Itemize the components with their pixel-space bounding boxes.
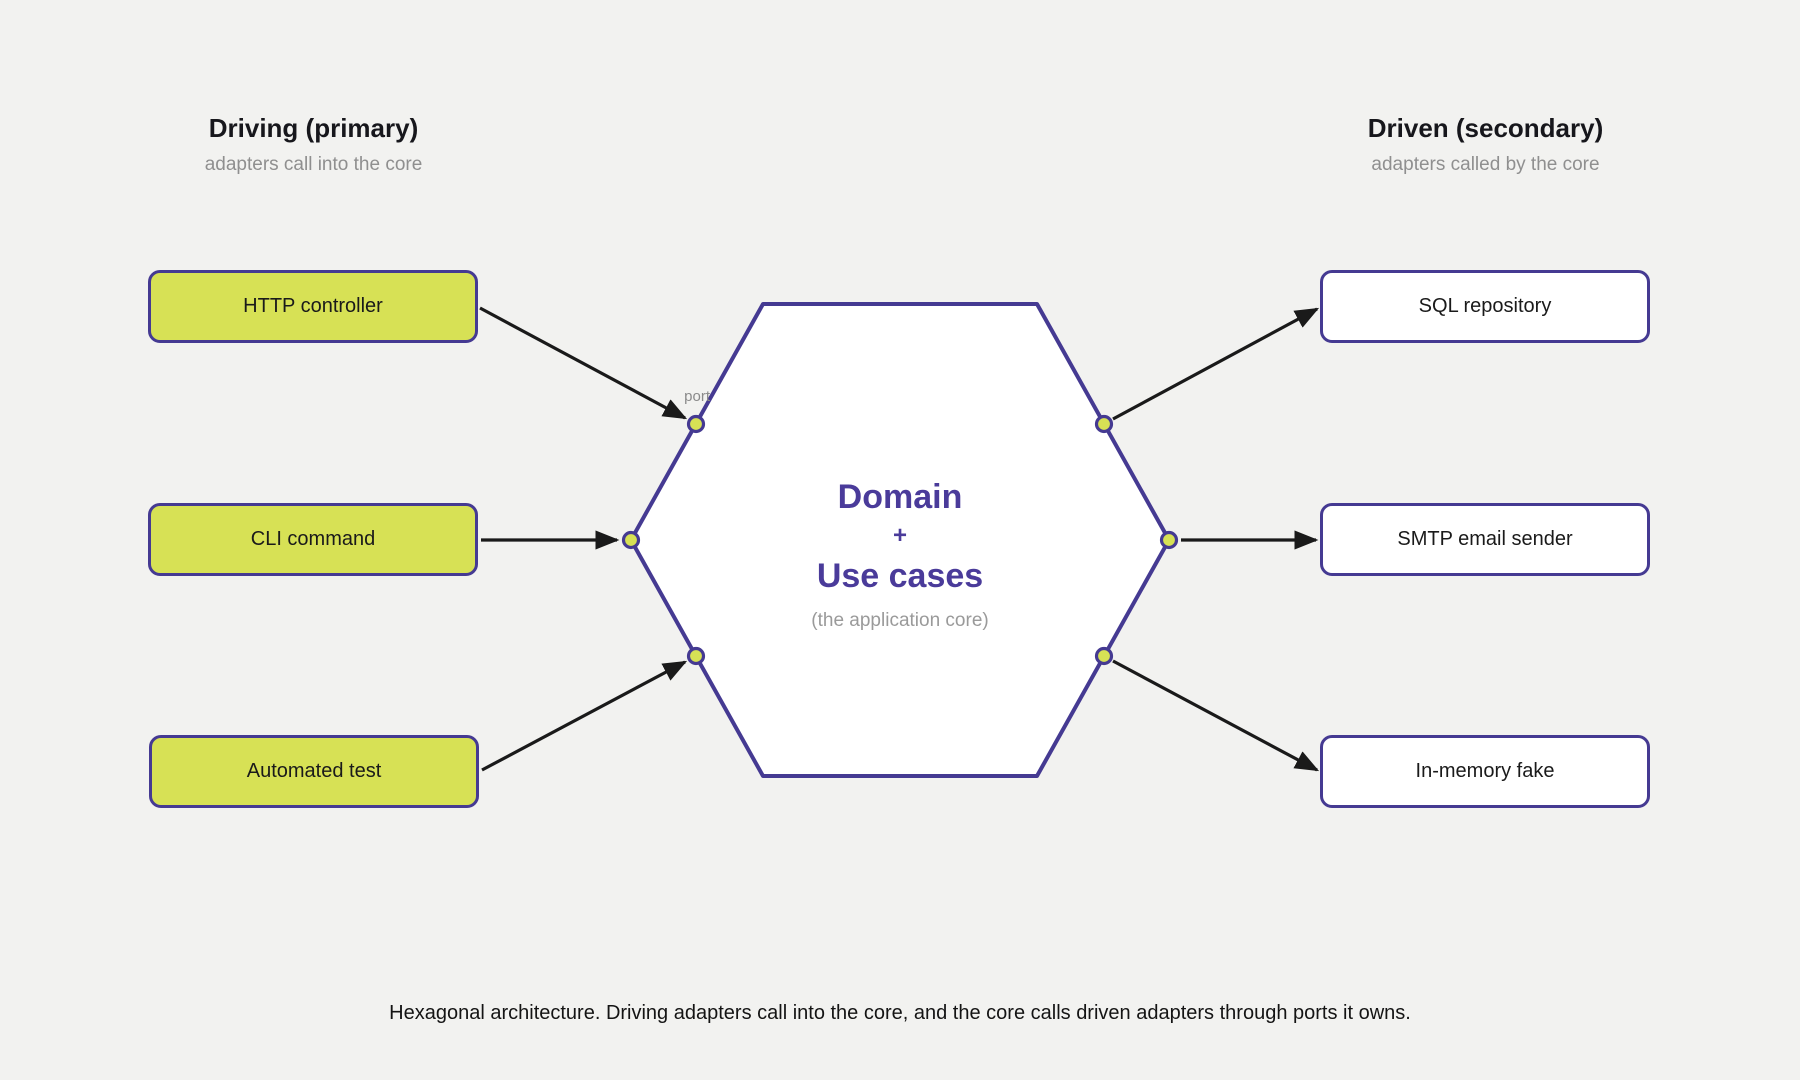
arrow-http-controller-to-port — [479, 306, 688, 420]
driving-heading-title: Driving (primary) — [208, 113, 419, 143]
driven-heading-subtitle: adapters called by the core — [1371, 154, 1600, 175]
node-smtp-email-sender: SMTP email sender — [1320, 503, 1650, 576]
arrow-automated-test-to-port — [481, 660, 688, 772]
node-automated-test-label: Automated test — [246, 760, 382, 782]
core-title2: Use cases — [816, 557, 984, 595]
core-note: (the application core) — [811, 610, 989, 631]
node-sql-repository-label: SQL repository — [1418, 295, 1552, 317]
port-annotation-label: port — [684, 388, 710, 405]
arrow-port-to-sql-repository — [1112, 307, 1320, 421]
driving-heading-subtitle: adapters call into the core — [204, 154, 423, 175]
core-plus: + — [892, 522, 907, 549]
node-automated-test: Automated test — [149, 735, 479, 808]
node-cli-command-label: CLI command — [250, 528, 376, 550]
node-in-memory-fake: In-memory fake — [1320, 735, 1650, 808]
node-smtp-email-sender-label: SMTP email sender — [1397, 528, 1573, 550]
node-sql-repository: SQL repository — [1320, 270, 1650, 343]
driving-column-heading: Driving (primary) adapters call into the… — [121, 112, 506, 177]
core-text-block: Domain + Use cases (the application core… — [700, 476, 1100, 632]
node-http-controller: HTTP controller — [148, 270, 478, 343]
node-in-memory-fake-label: In-memory fake — [1415, 760, 1555, 782]
port-dot-mid-right — [1159, 530, 1179, 550]
driven-column-heading: Driven (secondary) adapters called by th… — [1293, 112, 1678, 177]
node-cli-command: CLI command — [148, 503, 478, 576]
port-dot-bottom-right — [1094, 646, 1114, 666]
port-dot-bottom-left — [686, 646, 706, 666]
node-http-controller-label: HTTP controller — [243, 295, 383, 317]
driven-heading-title: Driven (secondary) — [1367, 113, 1604, 143]
arrow-port-to-in-memory-fake — [1112, 659, 1320, 772]
port-dot-mid-left — [621, 530, 641, 550]
diagram-caption: Hexagonal architecture. Driving adapters… — [389, 1002, 1411, 1024]
port-dot-top-right — [1094, 414, 1114, 434]
core-title: Domain — [837, 478, 963, 516]
port-dot-top-left — [686, 414, 706, 434]
